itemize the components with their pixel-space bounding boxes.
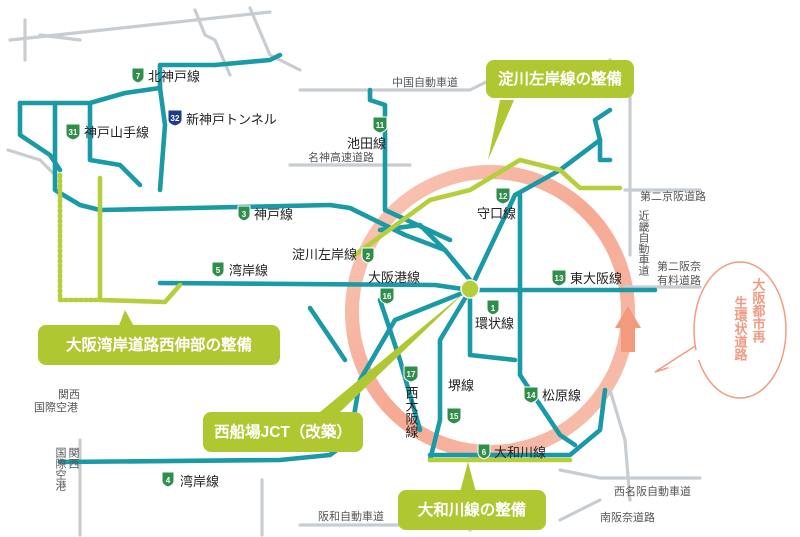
- svg-text:15: 15: [450, 412, 459, 421]
- chugoku-label: 中国自動車道: [392, 75, 458, 89]
- route-2-badge: 2: [361, 247, 375, 264]
- ring-label-col2: 生環状道路: [733, 295, 748, 361]
- kix-side-col1: 関西: [67, 447, 80, 469]
- route-6-name: 大和川線: [494, 445, 546, 460]
- route-11-name: 池田線: [347, 136, 386, 151]
- callout-nishifunaba: 西船場JCT（改築）: [203, 292, 465, 452]
- route-14-name: 松原線: [542, 388, 581, 403]
- route-6-badge: 6: [477, 443, 491, 460]
- route-17-name: 西大阪線: [404, 386, 419, 438]
- existing-routes: [17, 52, 658, 465]
- route-32-name: 新神戸トンネル: [186, 112, 277, 127]
- route-12-name: 守口線: [477, 206, 516, 221]
- route-16-name: 大阪港線: [368, 270, 420, 285]
- svg-text:1: 1: [491, 304, 496, 313]
- svg-text:2: 2: [366, 252, 371, 261]
- route-17-badge: 17: [403, 365, 419, 383]
- route-14-badge: 14: [523, 386, 539, 404]
- svg-text:7: 7: [136, 72, 141, 81]
- route-31-badge: 31: [65, 123, 81, 141]
- callout-nishifunaba-text: 西船場JCT（改築）: [214, 422, 352, 441]
- callout-yamatogawa-text: 大和川線の整備: [418, 500, 527, 519]
- route-3-name: 神戸線: [254, 207, 293, 222]
- callout-yamatogawa: 大和川線の整備: [398, 462, 546, 530]
- nishimeihan-label: 西名阪自動車道: [614, 484, 691, 498]
- kix-side-col2: 国際空港: [54, 447, 67, 491]
- daini-keihan-label: 第二京阪道路: [640, 189, 706, 203]
- route-labels: 7 北神戸線 32 新神戸トンネル 31 神戸山手線 3 神戸線 5 湾岸線: [65, 67, 622, 489]
- route-31-name: 神戸山手線: [84, 125, 149, 140]
- route-16-badge: 16: [379, 287, 395, 305]
- svg-text:6: 6: [482, 448, 487, 457]
- svg-text:5: 5: [216, 266, 221, 275]
- route-7-badge: 7: [131, 67, 145, 84]
- route-5-badge: 5: [211, 261, 225, 278]
- route-13-name: 東大阪線: [570, 271, 622, 286]
- route-2-name: 淀川左岸線: [292, 247, 357, 262]
- route-1-badge: 1: [486, 299, 500, 316]
- svg-text:11: 11: [376, 121, 385, 130]
- svg-text:32: 32: [171, 114, 180, 123]
- route-4-name: 湾岸線: [180, 474, 219, 489]
- svg-text:31: 31: [69, 128, 78, 137]
- meishin-label: 名神高速道路: [308, 150, 374, 164]
- callout-yodogawa-text: 淀川左岸線の整備: [498, 69, 622, 88]
- ring-arrow-icon: [615, 306, 641, 352]
- svg-text:14: 14: [527, 391, 536, 400]
- ring-label-balloon: 大阪都市再 生環状道路: [654, 261, 787, 399]
- svg-text:17: 17: [407, 370, 416, 379]
- route-13-badge: 13: [551, 269, 567, 287]
- hanwa-label: 阪和自動車道: [318, 509, 384, 523]
- route-11-badge: 11: [372, 116, 388, 134]
- minami-hanna-label: 南阪奈道路: [600, 510, 655, 524]
- route-3-badge: 3: [237, 205, 251, 222]
- improvement-routes: [57, 157, 623, 463]
- route-7-name: 北神戸線: [148, 69, 200, 84]
- svg-text:16: 16: [383, 292, 392, 301]
- route-5-name: 湾岸線: [229, 263, 268, 278]
- route-32-badge: 32: [167, 109, 183, 127]
- svg-text:13: 13: [555, 274, 564, 283]
- ring-label-col1: 大阪都市再: [751, 277, 767, 344]
- kix-top-label-2: 国際空港: [34, 400, 78, 414]
- svg-text:12: 12: [499, 192, 508, 201]
- nishifunaba-junction-dot: [460, 279, 480, 299]
- route-15-name: 堺線: [448, 378, 474, 393]
- general-road-labels: 中国自動車道 名神高速道路 第二京阪道路 近畿自動車道 第二阪奈 有料道路 西名…: [308, 75, 706, 524]
- kinki-label: 近畿自動車道: [637, 210, 650, 276]
- callout-wangan-west-text: 大阪湾岸道路西伸部の整備: [66, 335, 252, 354]
- kix-top-label-1: 関西: [58, 388, 80, 401]
- svg-text:4: 4: [166, 476, 171, 485]
- route-15-badge: 15: [446, 407, 462, 425]
- route-4-badge: 4: [161, 471, 175, 488]
- svg-text:3: 3: [242, 210, 247, 219]
- route-12-badge: 12: [495, 187, 511, 205]
- callout-yodogawa: 淀川左岸線の整備: [486, 60, 634, 160]
- daini-hanna-label-1: 第二阪奈: [657, 259, 701, 273]
- daini-hanna-label-2: 有料道路: [657, 273, 701, 287]
- callout-wangan-west: 大阪湾岸道路西伸部の整備: [38, 310, 280, 365]
- route-1-name: 環状線: [475, 316, 514, 331]
- place-labels: 関西 国際空港 関西 国際空港: [34, 388, 80, 491]
